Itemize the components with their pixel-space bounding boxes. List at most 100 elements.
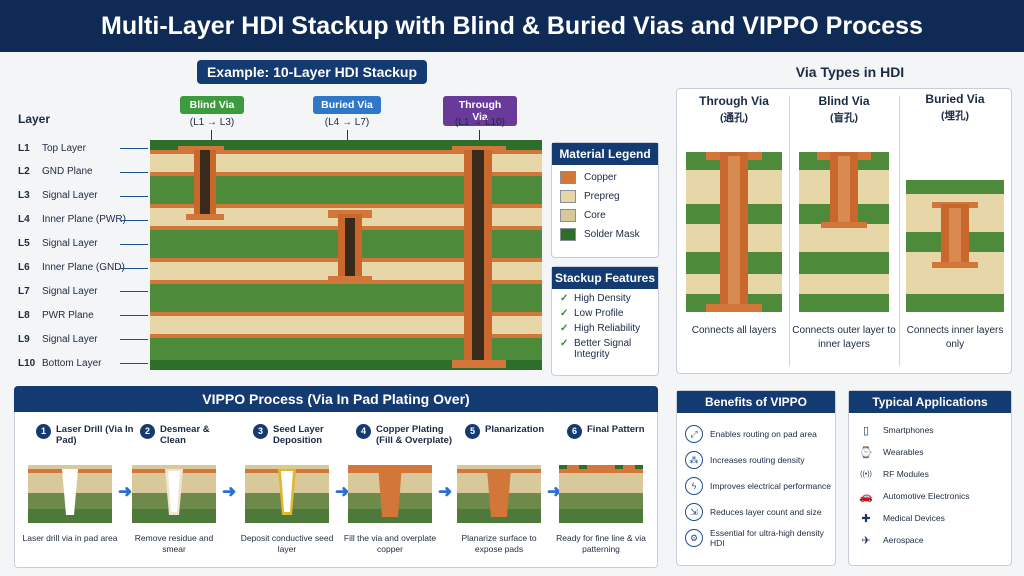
watch-icon: ⌚: [859, 446, 873, 459]
layer-id: L10: [18, 357, 36, 369]
layer-name: Bottom Layer: [42, 357, 102, 369]
layer-row: L3 Signal Layer: [18, 188, 148, 204]
layer-leader-line: [120, 219, 148, 221]
layer-name: PWR Plane: [42, 309, 94, 321]
step-caption: Deposit conductive seed layer: [240, 533, 334, 555]
buried-via-tag: Buried Via: [313, 96, 381, 114]
vippo-title: VIPPO Process (Via In Pad Plating Over): [14, 386, 658, 412]
layer-name: Signal Layer: [42, 285, 98, 297]
benefits-panel: Benefits of VIPPO ⤢ Enables routing on pa…: [676, 390, 836, 566]
layer-row: L10 Bottom Layer: [18, 355, 148, 371]
layer-name: Signal Layer: [42, 190, 98, 202]
vippo-step-image: [559, 465, 643, 523]
applications-panel: Typical Applications ▯ Smartphones ⌚ Wearab…: [848, 390, 1012, 566]
layer-name: Inner Plane (PWR): [42, 214, 126, 226]
application-item: ⌚ Wearables: [857, 441, 1011, 463]
benefits-title: Benefits of VIPPO: [677, 391, 835, 413]
smartphone-icon: ▯: [862, 424, 870, 437]
layer-leader-line: [120, 291, 148, 293]
arrow-right-icon: ➜: [438, 482, 453, 501]
arrow-right-icon: ➜: [335, 482, 350, 501]
layer-id: L1: [18, 142, 30, 154]
layer-leader-line: [120, 339, 148, 341]
solder-mask-swatch: [560, 228, 576, 241]
shield-cross-icon: ✚: [861, 512, 871, 525]
through-via-type: Through Via (通孔): [679, 94, 789, 125]
feature-item: High Density: [574, 293, 631, 304]
legend-core: Core: [584, 210, 606, 221]
benefit-item: ⤢ Enables routing on pad area: [685, 421, 835, 447]
layer-id: L4: [18, 214, 30, 226]
stackup-features: Stackup Features ✓High Density ✓Low Prof…: [551, 266, 659, 376]
step-label: Seed Layer Deposition: [273, 424, 324, 447]
layer-name: Signal Layer: [42, 333, 98, 345]
vippo-step-image: [457, 465, 541, 523]
layer-id: L7: [18, 285, 30, 297]
step-caption: Remove residue and smear: [134, 533, 214, 555]
vippo-step-image: [132, 465, 216, 523]
application-text: Smartphones: [883, 425, 934, 435]
vippo-step-image: [348, 465, 432, 523]
check-icon: ✓: [560, 308, 569, 319]
layer-id: L9: [18, 333, 30, 345]
through-via-name: Through Via: [699, 94, 769, 108]
layer-row: L9 Signal Layer: [18, 331, 148, 347]
benefits-list: ⤢ Enables routing on pad area ⁂Increases r…: [677, 421, 835, 551]
through-via-cn: (通孔): [720, 112, 748, 124]
benefit-text: Reduces layer count and size: [710, 507, 822, 517]
layer-row: L8 PWR Plane: [18, 307, 148, 323]
step-number: 6: [567, 424, 582, 439]
vippo-panel: [14, 386, 658, 568]
layer-id: L8: [18, 309, 30, 321]
applications-title: Typical Applications: [849, 391, 1011, 413]
routing-icon: ⤢: [685, 425, 703, 443]
vippo-step-5: 5 Planarization: [465, 424, 563, 439]
legend-prepreg: Prepreg: [584, 191, 620, 202]
feature-item: Low Profile: [574, 308, 624, 319]
layer-leader-line: [120, 363, 148, 365]
car-icon: 🚗: [859, 490, 873, 503]
application-text: Automotive Electronics: [883, 491, 970, 501]
layer-leader-line: [120, 195, 148, 197]
layer-id: L3: [18, 190, 30, 202]
material-legend: Material Legend Copper Prepreg Core Sold…: [551, 142, 659, 258]
copper-swatch: [560, 171, 576, 184]
step-caption: Ready for fine line & via patterning: [556, 533, 646, 555]
step-label: Laser Drill (Via In Pad): [56, 424, 134, 447]
benefit-item: ⁂Increases routing density: [685, 447, 835, 473]
buried-via-name: Buried Via: [925, 92, 985, 106]
layer-row: L4 Inner Plane (PWR): [18, 212, 148, 228]
arrow-right-icon: ➜: [222, 482, 237, 501]
benefit-text: Essential for ultra-high density HDI: [710, 528, 824, 548]
benefit-item: ⚙Essential for ultra-high density HDI: [685, 525, 835, 551]
layer-name: Top Layer: [42, 142, 86, 154]
application-item: ✈Aerospace: [857, 529, 1011, 551]
layer-id: L6: [18, 262, 30, 273]
blind-via-desc: Connects outer layer to inner layers: [792, 325, 896, 350]
vippo-step-image: [245, 465, 329, 523]
blind-via-name: Blind Via: [818, 94, 870, 108]
step-number: 5: [465, 424, 480, 439]
step-caption: Laser drill via in pad area: [22, 533, 118, 543]
step-caption: Fill the via and overplate copper: [343, 533, 437, 555]
through-via-tag: Through Via: [443, 96, 517, 126]
benefit-item: ⇲Reduces layer count and size: [685, 499, 835, 525]
layer-leader-line: [120, 148, 148, 149]
buried-via-image: [906, 180, 1004, 312]
step-label: Copper Plating (Fill & Overplate): [376, 424, 453, 447]
application-text: Wearables: [883, 447, 924, 457]
arrow-right-icon: ➜: [118, 482, 133, 501]
step-label: Planarization: [485, 424, 545, 435]
buried-via-cn: (埋孔): [941, 110, 969, 122]
lightning-icon: ϟ: [685, 477, 703, 495]
feature-item: High Reliability: [574, 323, 641, 334]
application-item: ✚Medical Devices: [857, 507, 1011, 529]
step-caption: Planarize surface to expose pads: [461, 533, 537, 555]
step-number: 4: [356, 424, 371, 439]
benefit-text: Enables routing on pad area: [710, 429, 817, 439]
